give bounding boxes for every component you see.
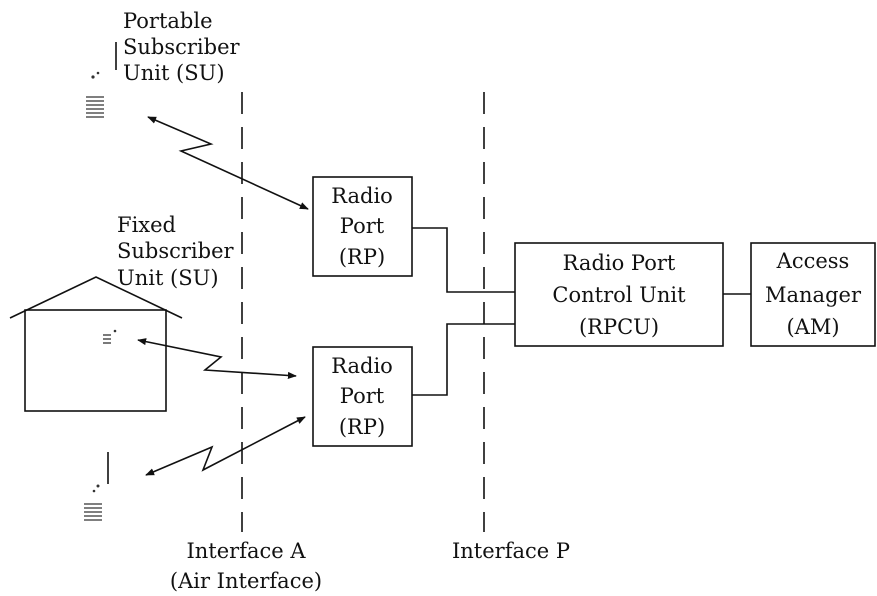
interface-a-label: Interface A (186, 539, 306, 563)
svg-text:Port: Port (340, 214, 385, 238)
svg-text:Access: Access (776, 249, 850, 273)
svg-text:Subscriber: Subscriber (117, 239, 235, 263)
rpcu-box: Radio Port Control Unit (RPCU) (514, 242, 724, 347)
svg-text:Manager: Manager (765, 283, 862, 307)
svg-text:Fixed: Fixed (117, 213, 176, 237)
access-manager-box: Access Manager (AM) (750, 242, 876, 347)
house-icon (9, 276, 183, 412)
svg-text:Port: Port (340, 384, 385, 408)
svg-text:(RP): (RP) (339, 245, 385, 269)
portable-su-label: Portable Subscriber Unit (SU) (123, 9, 241, 85)
svg-text:Portable: Portable (123, 9, 213, 33)
radio-port-bottom: Radio Port (RP) (312, 346, 413, 447)
svg-text:Radio Port: Radio Port (563, 251, 676, 275)
fixed-su-label: Fixed Subscriber Unit (SU) (117, 213, 235, 290)
wire-rp-bottom-rpcu (412, 323, 515, 396)
svg-text:Radio: Radio (331, 184, 393, 208)
svg-text:Control Unit: Control Unit (552, 283, 686, 307)
radio-link-terminal (145, 416, 306, 476)
svg-text:Subscriber: Subscriber (123, 35, 241, 59)
svg-text:(RPCU): (RPCU) (579, 315, 659, 339)
interface-p-label: Interface P (452, 539, 570, 563)
svg-text:(AM): (AM) (786, 315, 839, 339)
fixed-terminal-icon (84, 452, 109, 521)
svg-text:Radio: Radio (331, 354, 393, 378)
radio-link-house (137, 338, 297, 380)
svg-text:(RP): (RP) (339, 415, 385, 439)
svg-text:Unit (SU): Unit (SU) (117, 266, 219, 290)
interface-a-sublabel: (Air Interface) (170, 569, 322, 593)
radio-link-portable (147, 116, 309, 210)
portable-phone-icon (86, 71, 104, 118)
wire-rp-top-rpcu (412, 227, 515, 293)
radio-port-top: Radio Port (RP) (312, 176, 413, 277)
svg-text:Unit (SU): Unit (SU) (123, 61, 225, 85)
